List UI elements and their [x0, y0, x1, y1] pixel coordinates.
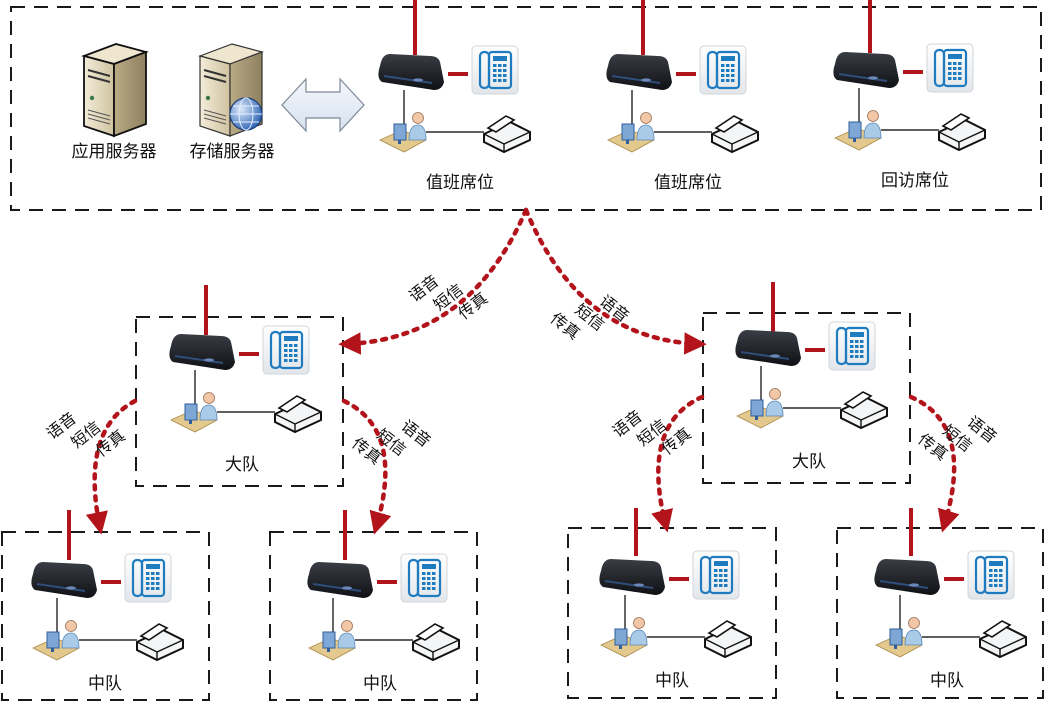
brigade-right: 大队: [733, 320, 889, 472]
seat-label: 值班席位: [426, 173, 494, 193]
app-server-label: 应用服务器: [72, 142, 157, 162]
seat-label: 值班席位: [654, 173, 722, 193]
squadron-label: 中队: [363, 674, 397, 694]
brigade-left: 大队: [167, 324, 323, 475]
squadron-1: 中队: [29, 552, 186, 694]
link-label-right-1: 语音 短信 传真: [609, 406, 695, 458]
storage-server: 存储服务器: [190, 43, 275, 162]
uplinks: [67, 0, 913, 560]
link-center-brigade-left: [338, 207, 529, 355]
storage-server-globe-icon: [198, 43, 264, 137]
squadron-label: 中队: [88, 674, 122, 694]
seat-callback: 回访席位: [831, 42, 987, 191]
storage-server-label: 存储服务器: [190, 142, 275, 162]
brigade-label: 大队: [792, 452, 826, 472]
squadron-2: 中队: [305, 552, 461, 694]
link-label-right-2: 语音 短信 传真: [914, 412, 1000, 464]
seat-duty-1: 值班席位: [376, 44, 532, 193]
link-label-center-right: 语音 短信 传真: [547, 291, 633, 343]
link-brigade-right-squadron-4: [908, 394, 960, 533]
squadron-label: 中队: [930, 671, 964, 691]
squadron-4: 中队: [872, 549, 1028, 691]
brigade-label: 大队: [225, 455, 259, 475]
app-server: 应用服务器: [72, 43, 157, 162]
bidirectional-arrow-icon: [281, 77, 365, 133]
link-label-left-1: 语音 短信 传真: [43, 408, 129, 460]
link-brigade-right-squadron-3: [651, 394, 705, 533]
seat-duty-2: 值班席位: [604, 44, 760, 193]
server-icon: [81, 43, 149, 138]
squadron-3: 中队: [597, 549, 753, 691]
link-center-brigade-right: [523, 207, 707, 355]
comm-links: [85, 207, 960, 535]
link-brigade-left-squadron-2: [341, 398, 392, 535]
squadron-label: 中队: [655, 671, 689, 691]
seat-label: 回访席位: [881, 171, 949, 191]
link-brigade-left-squadron-1: [85, 398, 138, 535]
